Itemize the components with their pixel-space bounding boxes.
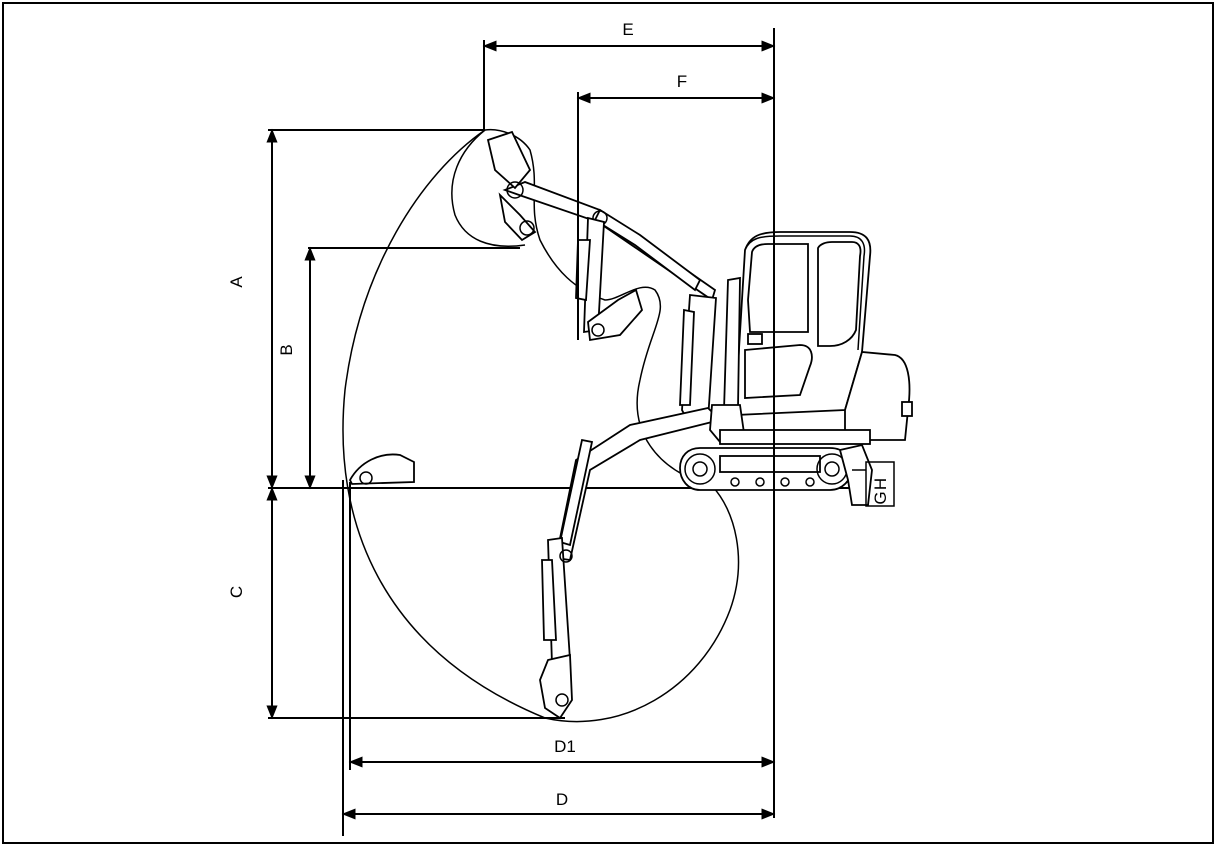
cab-window-lower xyxy=(744,344,813,399)
undercarriage xyxy=(679,447,853,491)
label-G: G xyxy=(871,491,890,504)
dozer-blade xyxy=(838,443,873,506)
working-range-envelope xyxy=(342,128,740,723)
label-H: H xyxy=(871,478,890,490)
excavator-cab xyxy=(709,231,913,445)
rear-light xyxy=(901,401,913,417)
boom-lowered xyxy=(539,407,722,720)
blade-dimension-box xyxy=(865,461,895,507)
cab-window-front xyxy=(747,243,809,333)
arm-hanging xyxy=(575,216,644,342)
swing-platform xyxy=(719,429,871,445)
door-handle xyxy=(747,333,763,345)
label-F: F xyxy=(677,72,687,91)
cab-pillar xyxy=(723,276,741,412)
label-A: A xyxy=(227,276,246,288)
label-B: B xyxy=(277,344,296,355)
boom-raised xyxy=(486,130,717,302)
label-D1: D1 xyxy=(554,737,576,756)
label-E: E xyxy=(622,20,633,39)
cab-window-side xyxy=(817,241,862,347)
bucket-ground-reach xyxy=(348,453,415,485)
label-D: D xyxy=(556,790,568,809)
engine-hood xyxy=(844,351,911,441)
inner-reach-curve xyxy=(451,129,526,247)
boom-main xyxy=(679,293,717,427)
label-C: C xyxy=(227,586,246,598)
